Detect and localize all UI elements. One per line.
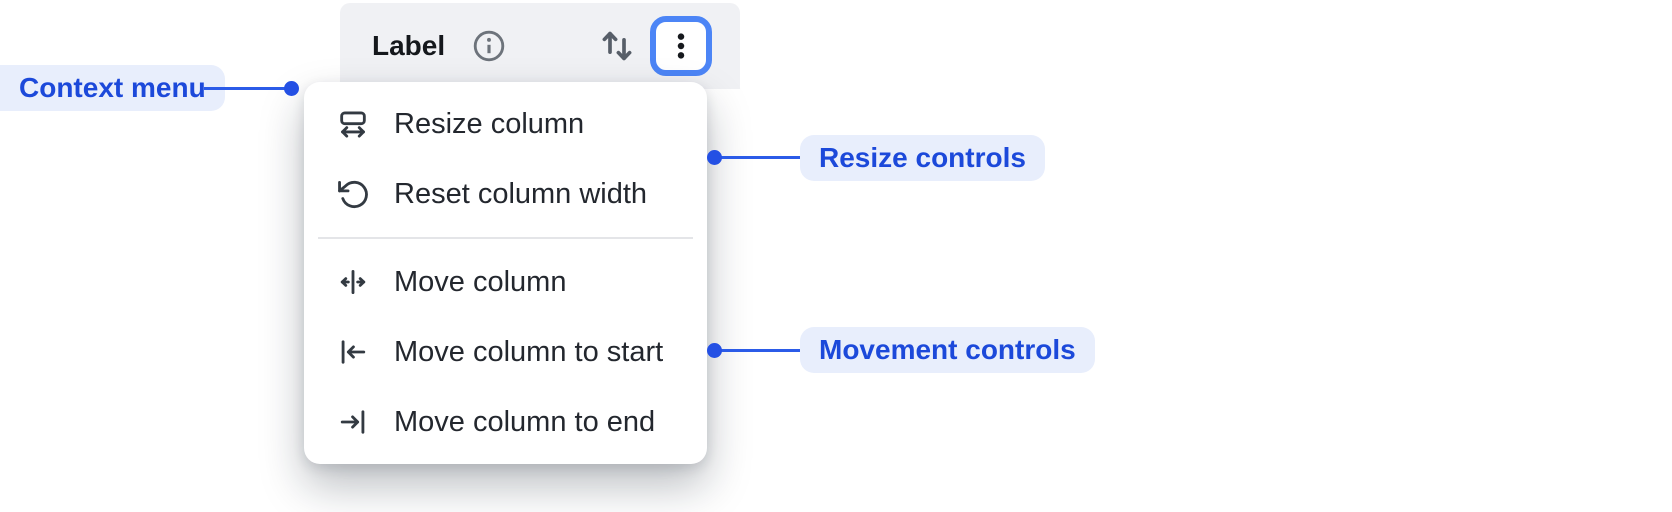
connector-line: [716, 349, 800, 352]
column-title: Label: [372, 30, 446, 61]
menu-item-label: Reset column width: [394, 177, 648, 210]
menu-item-resize-column[interactable]: Resize column: [304, 89, 707, 159]
annotation-movement-controls: Movement controls: [800, 327, 1095, 373]
connector-dot: [707, 343, 722, 358]
menu-item-label: Move column: [394, 265, 567, 298]
menu-divider: [318, 237, 693, 239]
annotation-label: Context menu: [19, 72, 206, 103]
menu-item-move-column-to-end[interactable]: Move column to end: [304, 387, 707, 457]
move-column-to-start-icon: [336, 335, 370, 369]
reset-column-width-icon: [336, 177, 370, 211]
move-column-to-end-icon: [336, 405, 370, 439]
menu-item-reset-column-width[interactable]: Reset column width: [304, 159, 707, 229]
connector-line: [204, 87, 290, 90]
sort-arrows-icon[interactable]: [596, 23, 638, 69]
annotation-label: Resize controls: [819, 142, 1026, 173]
connector-dot: [284, 81, 299, 96]
menu-item-move-column[interactable]: Move column: [304, 247, 707, 317]
connector-dot: [707, 150, 722, 165]
menu-item-label: Move column to end: [394, 405, 656, 438]
resize-column-icon: [336, 107, 370, 141]
column-context-menu: Resize column Reset column width Move co…: [304, 82, 707, 464]
kebab-menu-icon: [666, 27, 696, 65]
annotation-resize-controls: Resize controls: [800, 135, 1045, 181]
column-menu-button[interactable]: [650, 16, 712, 76]
annotation-label: Movement controls: [819, 334, 1076, 365]
menu-item-label: Move column to start: [394, 335, 664, 368]
table-column-header: Label: [340, 3, 740, 89]
info-icon[interactable]: [471, 28, 507, 64]
menu-item-label: Resize column: [394, 107, 585, 140]
menu-item-move-column-to-start[interactable]: Move column to start: [304, 317, 707, 387]
annotation-context-menu: Context menu: [0, 65, 225, 111]
move-column-icon: [336, 265, 370, 299]
connector-line: [716, 156, 800, 159]
